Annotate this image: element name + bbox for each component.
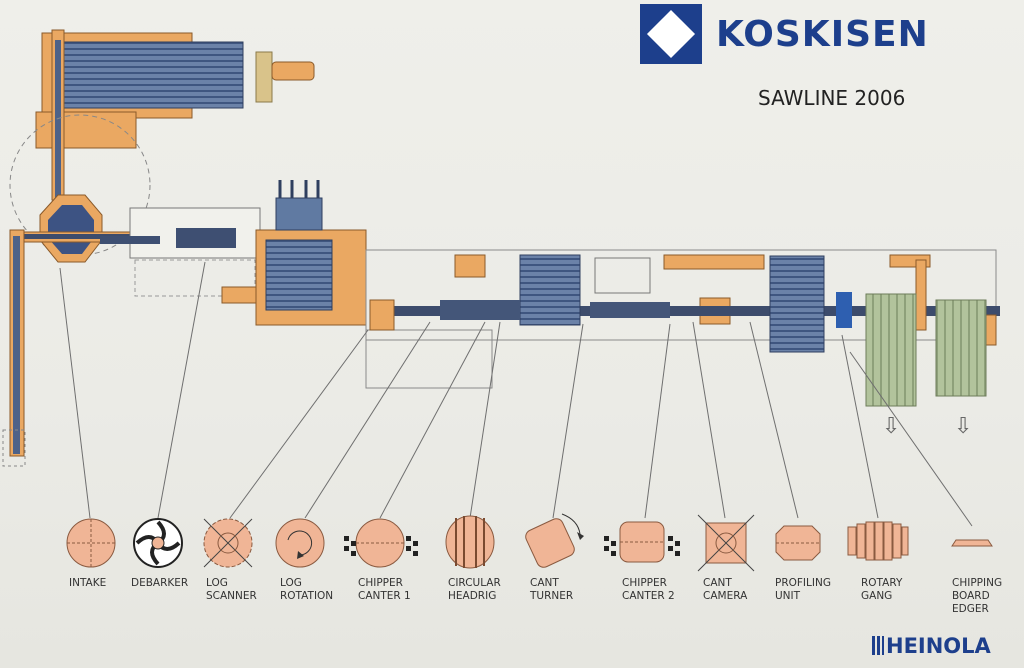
outfeed-conveyor-left (2, 229, 26, 467)
heinola-mark-icon (872, 636, 884, 655)
chipping-board-edger-icon (951, 539, 993, 547)
chipper-canter-2-icon (604, 521, 680, 563)
koskisen-logo-mark (640, 4, 702, 64)
stage-label-intake: INTAKE (69, 577, 107, 589)
stage-icons (66, 513, 993, 572)
cant-turner-icon (525, 513, 584, 568)
chipper-canter-icon (344, 518, 418, 568)
manufacturer-name: HEINOLA (886, 634, 991, 658)
rotary-gang-icon (847, 521, 909, 561)
callout-lines (59, 261, 973, 527)
board-sorting-tables (865, 293, 987, 407)
log-rotation-icon (275, 518, 325, 568)
main-machine-line (369, 254, 1000, 353)
poster-subtitle: SAWLINE 2006 (758, 86, 906, 110)
debarker-icon (133, 518, 183, 568)
sawline-hall (365, 249, 997, 389)
intake-icon (66, 518, 116, 568)
log-buffer (221, 180, 367, 326)
circular-headrig-icon (445, 515, 495, 569)
log-scanner-icon (203, 518, 253, 568)
down-arrow-icon: ⇩ (954, 414, 973, 439)
cant-camera-icon (697, 514, 755, 572)
heinola-logo: HEINOLA (872, 634, 991, 658)
profiling-unit-icon (775, 525, 821, 561)
debarker-house (100, 207, 261, 297)
brand-name: KOSKISEN (716, 14, 929, 55)
down-arrow-icon: ⇩ (882, 414, 901, 439)
log-infeed-deck (35, 29, 315, 210)
stage-label-debarker: DEBARKER (131, 577, 189, 589)
